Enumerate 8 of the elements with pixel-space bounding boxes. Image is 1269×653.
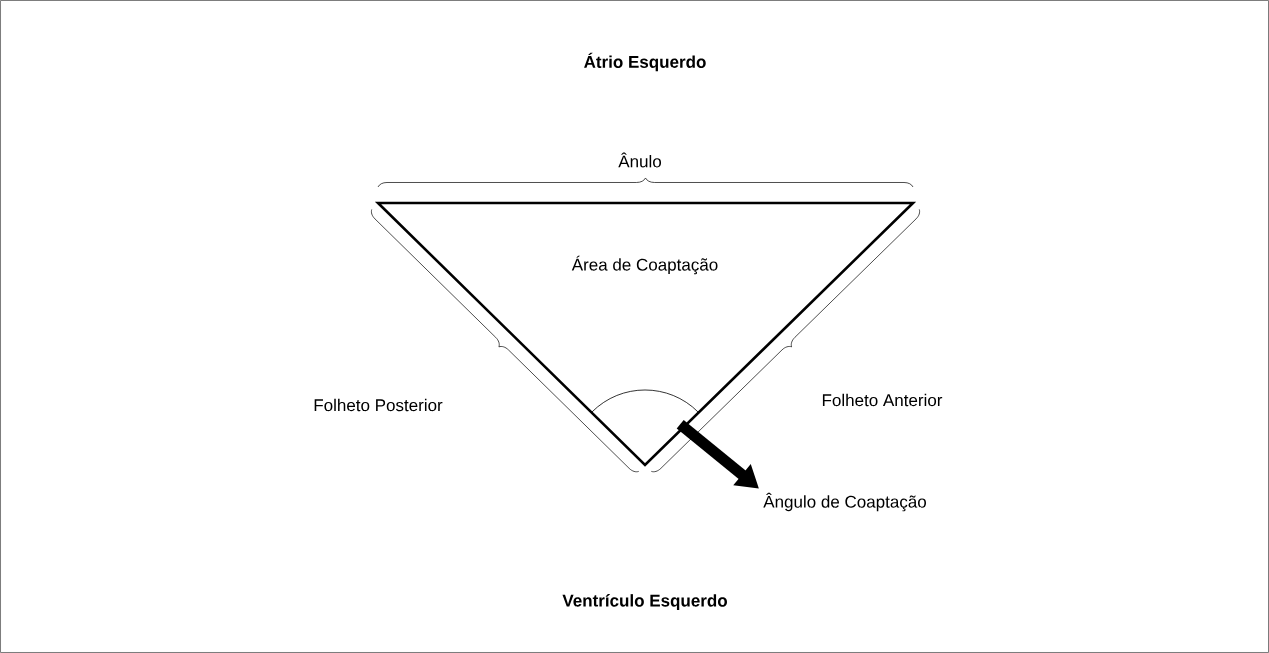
label: Folheto Posterior	[314, 398, 443, 412]
callout-text: Ângulo de Coaptação	[763, 492, 926, 512]
label: Área de Coaptação	[571, 255, 718, 275]
angle-arc	[591, 389, 699, 413]
label: Ânulo	[618, 152, 661, 168]
label: Folheto Anterior	[822, 393, 943, 407]
label: Átrio Esquerdo	[584, 52, 706, 72]
label: Ventrículo Esquerdo	[562, 594, 727, 610]
